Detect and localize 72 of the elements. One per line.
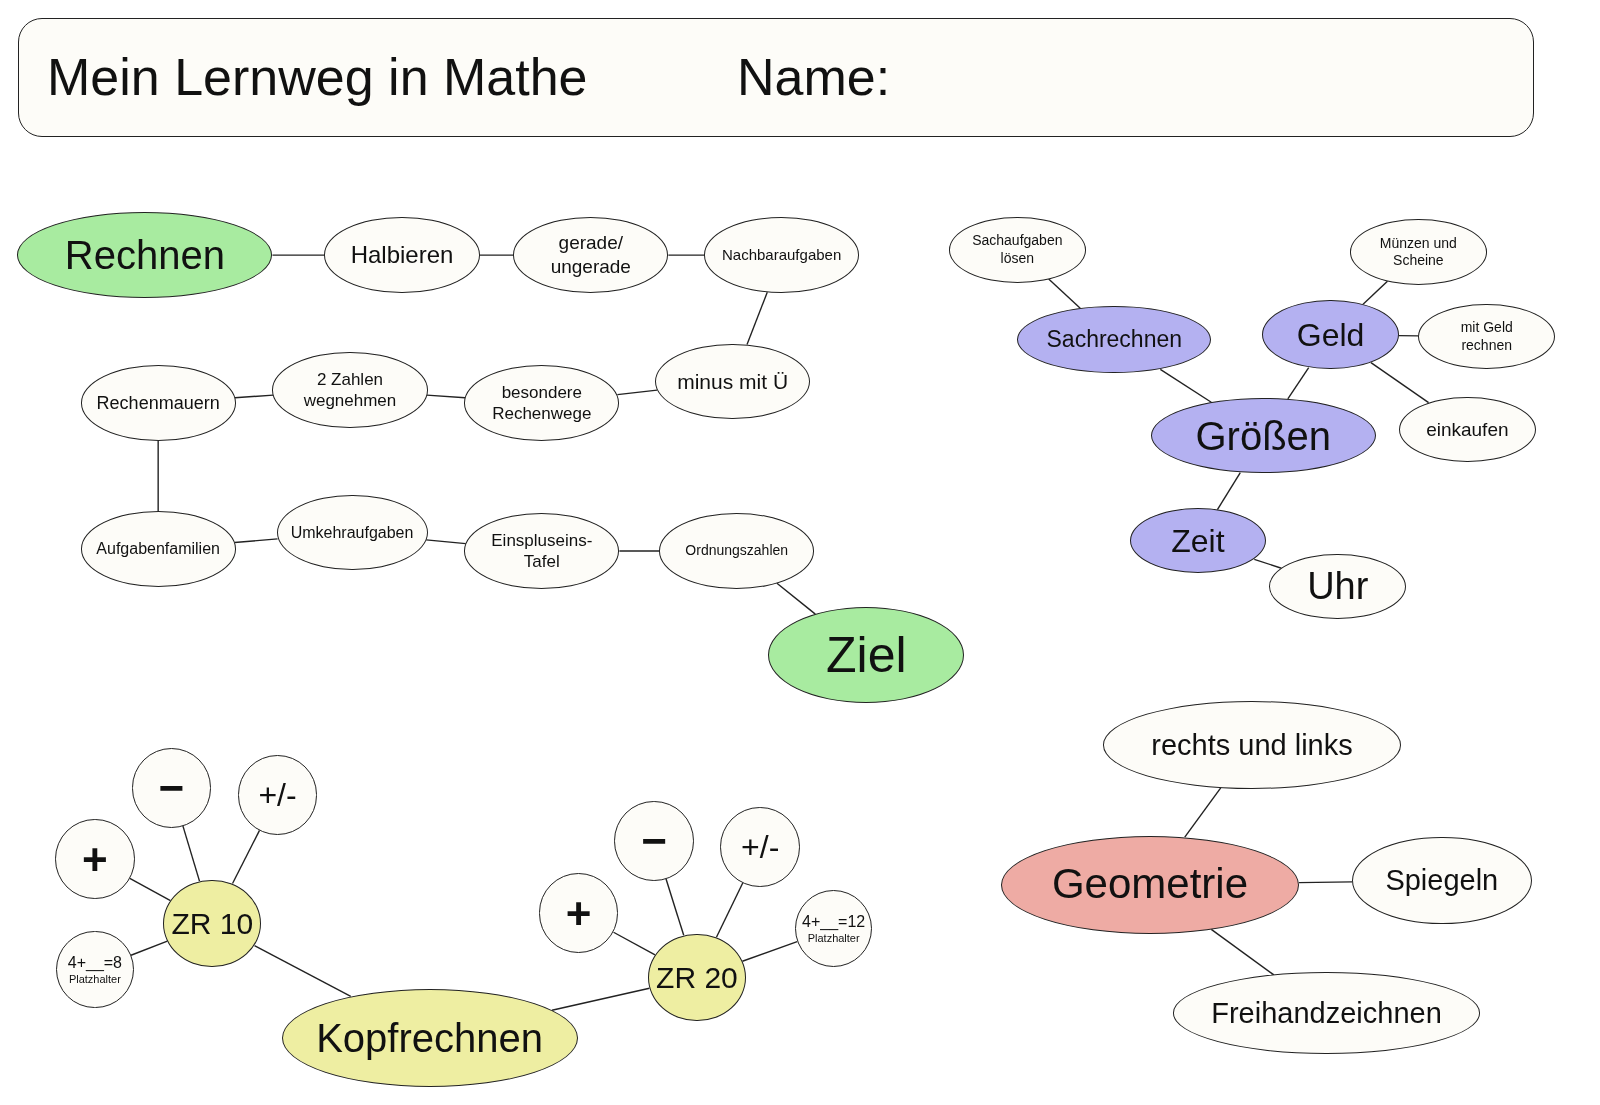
connector-line [231,829,261,885]
node-label: + [565,887,592,940]
connector-line [425,539,467,545]
connector-line [478,254,514,256]
node-label: Geometrie [1051,859,1249,910]
node-label: − [158,762,185,815]
connector-line [1253,558,1283,569]
connector-line [271,254,326,256]
connector-line [426,394,466,399]
connector-line [1210,928,1275,976]
node-label: 2 Zahlen wegnehmen [302,368,398,412]
node-sublabel: Platzhalter [68,972,121,987]
connector-line [1370,362,1430,404]
node-label: Einspluseins- Tafel [490,529,594,573]
name-label: Name: [737,51,891,103]
node-label: Uhr [1307,563,1369,609]
node-label: Rechnen [64,232,225,280]
node-label: Sachaufgaben lösen [971,232,1064,268]
node-label: Münzen und Scheine [1378,234,1458,270]
connector-line [1298,881,1353,884]
connector-line [130,940,169,956]
node-label: +/- [741,827,780,867]
node-label: Nachbaraufgaben [722,245,842,265]
node-label: Freihandzeichnen [1211,996,1442,1032]
connector-line [741,940,798,962]
connector-line [1362,280,1389,305]
node-label: minus mit Ü [677,368,789,395]
node-label: Kopfrechnen [316,1014,543,1062]
node-label: einkaufen [1426,417,1509,442]
node-label: 4+__=12 [802,911,866,932]
connector-line [182,825,201,882]
connector-line [618,550,660,552]
node-label: besondere Rechenwege [491,381,593,425]
node-label: − [641,815,667,868]
connector-line [253,944,352,997]
node-label: Zeit [1171,521,1225,561]
node-label: ZR 20 [656,959,738,996]
connector-line [1398,334,1420,337]
node-label: Sachrechnen [1046,325,1183,355]
connector-line [551,987,651,1011]
node-label: Halbieren [350,240,454,271]
node-label: 4+__=8 [67,952,122,973]
connector-line [233,538,279,544]
node-sublabel: Platzhalter [807,931,860,946]
connector-line [746,291,768,346]
connector-line [234,394,274,399]
connector-line [1184,787,1222,838]
connector-line [616,389,658,396]
connector-line [776,582,817,615]
connector-line [667,254,705,256]
header-box [18,18,1534,137]
node-label: Aufgabenfamilien [96,538,220,559]
node-label: Ziel [826,625,907,685]
node-label: Geld [1296,315,1365,355]
connector-line [157,440,159,512]
node-label: + [82,833,108,886]
connector-line [129,877,172,902]
node-label: Rechenmauern [96,391,220,415]
node-label: Umkehraufgaben [290,522,414,543]
node-label: Ordnungszahlen [685,542,789,560]
connector-line [1048,278,1081,309]
connector-line [665,878,685,936]
node-label: +/- [258,775,297,815]
connector-line [1159,368,1212,403]
node-label: mit Geld rechnen [1459,319,1514,355]
node-label: ZR 10 [171,905,254,942]
connector-line [715,882,744,938]
node-label: Größen [1195,412,1332,460]
node-label: gerade/ ungerade [549,231,632,279]
node-label: Spiegeln [1385,863,1499,899]
node-label: rechts und links [1151,727,1353,763]
connector-line [612,931,656,956]
